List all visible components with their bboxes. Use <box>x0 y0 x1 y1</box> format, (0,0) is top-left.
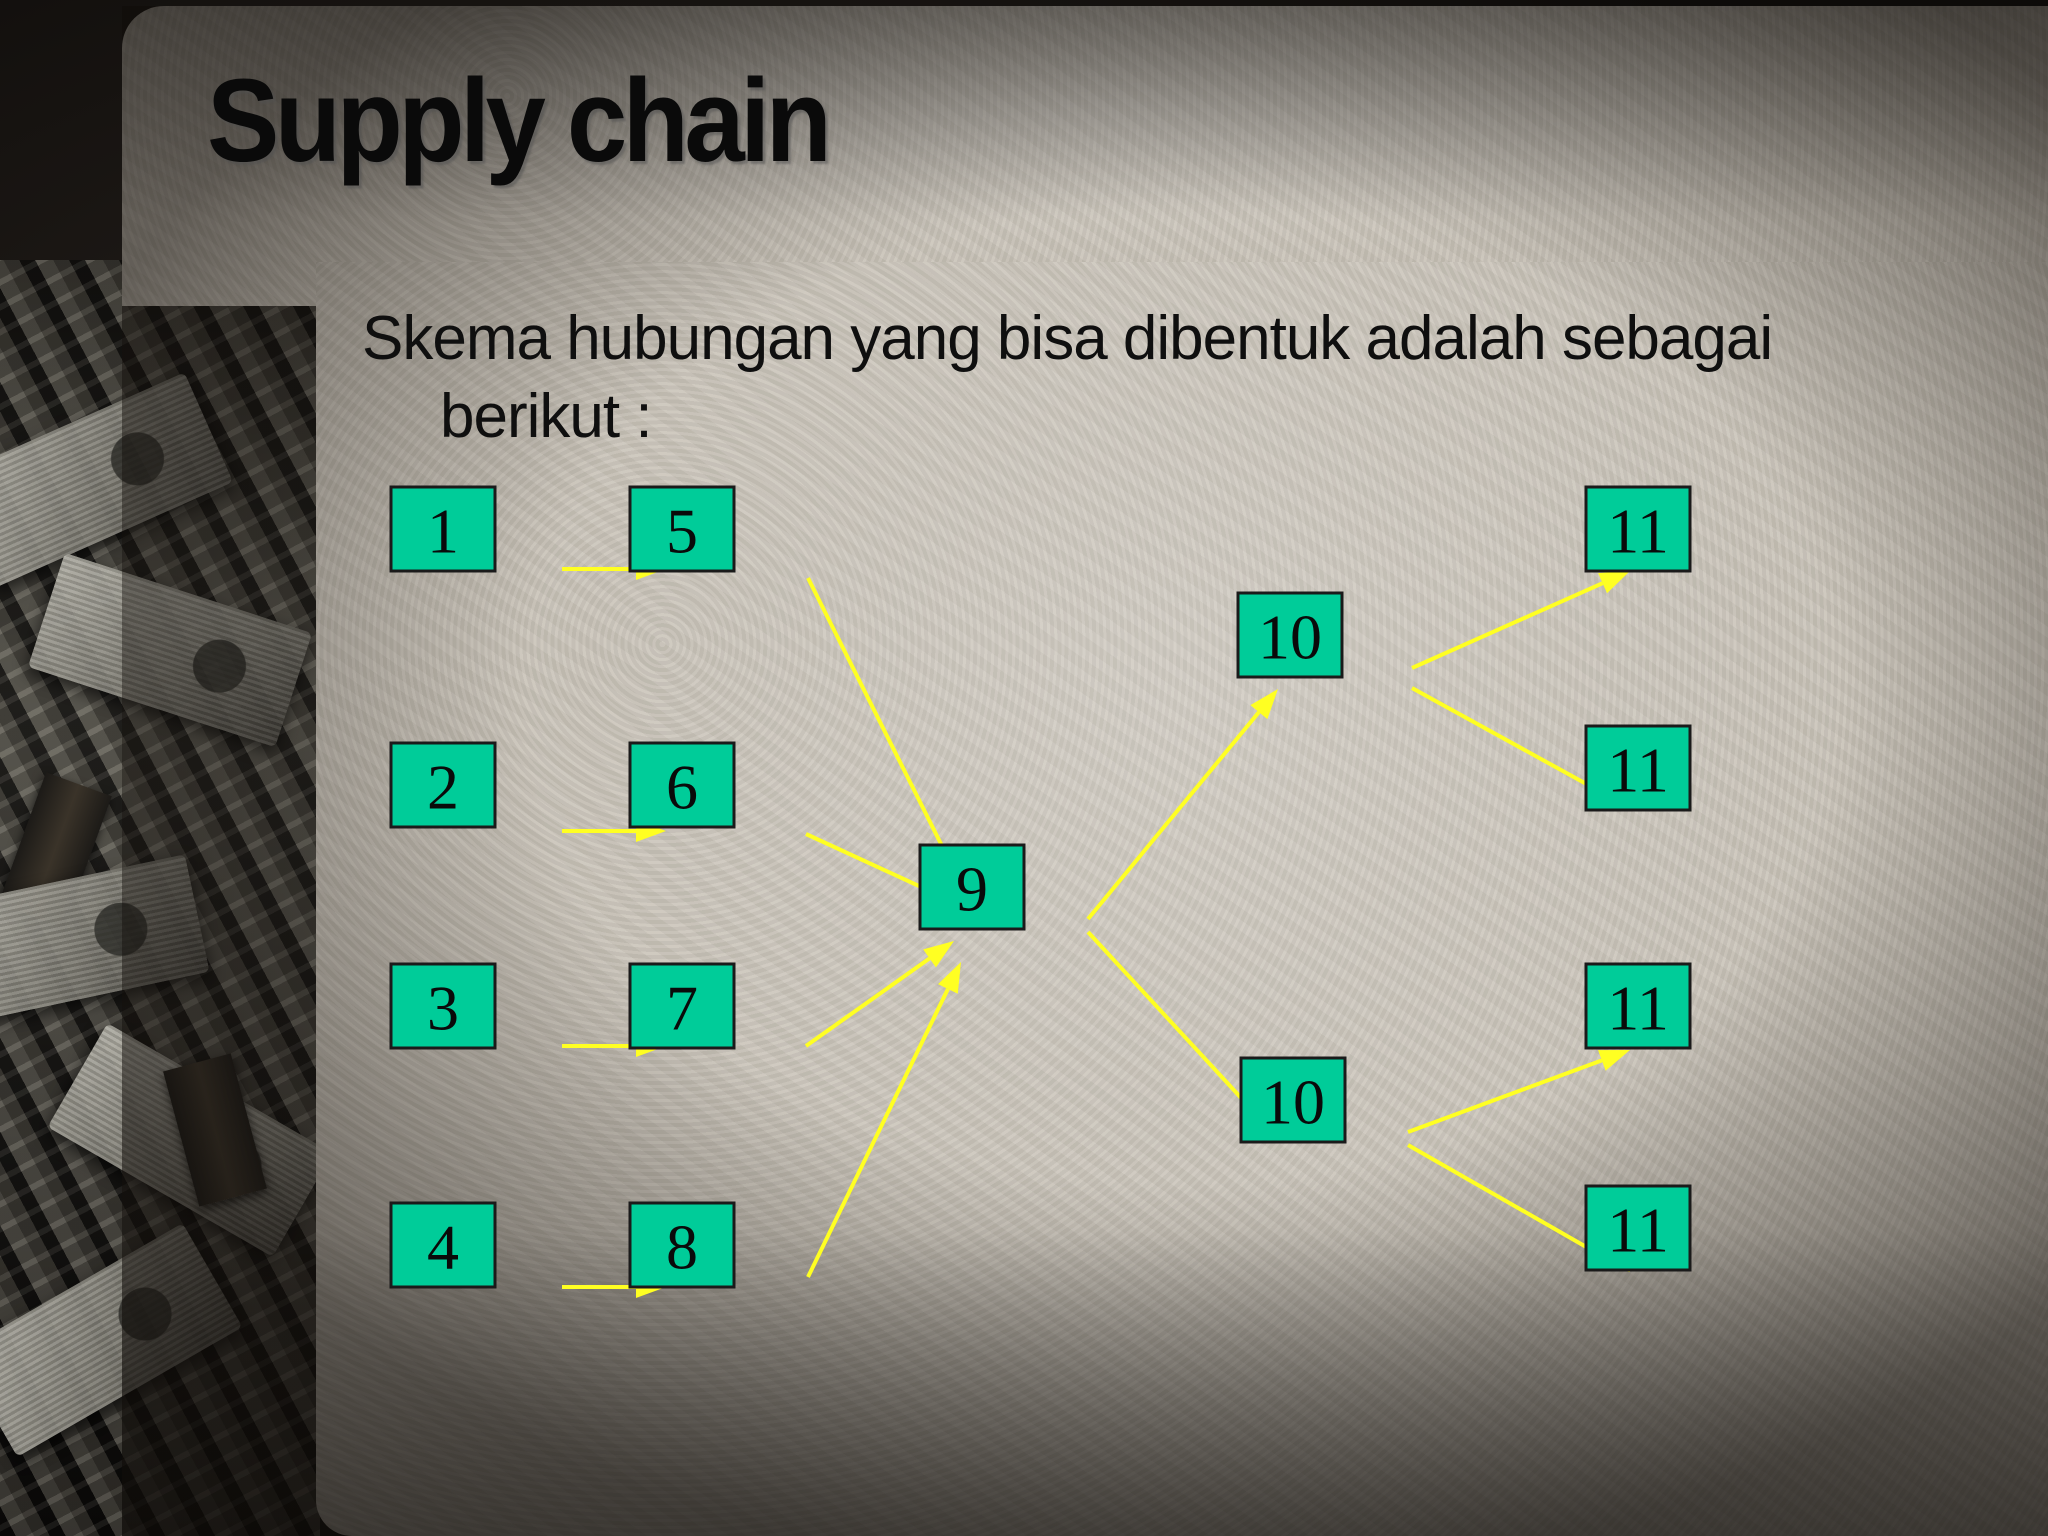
arrow-n10a-to-n11a <box>1411 571 1630 670</box>
node-n11b: 11 <box>1584 724 1692 812</box>
node-n3: 3 <box>389 962 497 1050</box>
node-label: 1 <box>427 496 459 567</box>
node-label: 10 <box>1261 1067 1325 1138</box>
node-box <box>389 962 497 1050</box>
arrow-head <box>923 941 954 968</box>
node-label: 2 <box>427 752 459 823</box>
node-label: 11 <box>1607 1195 1669 1266</box>
slide-title: Supply chain <box>207 55 832 187</box>
node-n7: 7 <box>628 962 736 1050</box>
arrow-head <box>1250 689 1278 720</box>
node-label: 11 <box>1607 496 1669 567</box>
edges-layer <box>562 558 1630 1298</box>
arrow-line <box>1086 710 1261 921</box>
node-label: 7 <box>666 973 698 1044</box>
node-box <box>628 741 736 829</box>
arrow-line <box>1407 1058 1603 1134</box>
arrow-head <box>937 962 961 994</box>
node-n11a: 11 <box>1584 485 1692 573</box>
node-box <box>1236 591 1344 679</box>
node-n11c: 11 <box>1584 962 1692 1050</box>
node-n11d: 11 <box>1584 1184 1692 1272</box>
node-box <box>1239 1056 1347 1144</box>
node-box <box>628 485 736 573</box>
node-box <box>1584 485 1692 573</box>
node-box <box>1584 962 1692 1050</box>
node-label: 11 <box>1607 735 1669 806</box>
node-box <box>389 1201 497 1289</box>
arrow-line <box>805 832 932 894</box>
node-box <box>1584 1184 1692 1272</box>
arrow-line <box>806 988 950 1278</box>
node-box <box>628 962 736 1050</box>
arrow-n9-to-n10a <box>1086 689 1278 921</box>
node-label: 8 <box>666 1212 698 1283</box>
node-n10b: 10 <box>1239 1056 1347 1144</box>
node-label: 9 <box>956 854 988 925</box>
node-n4: 4 <box>389 1201 497 1289</box>
arrow-line <box>806 577 947 853</box>
node-n9: 9 <box>918 843 1026 931</box>
node-box <box>1584 724 1692 812</box>
node-n6: 6 <box>628 741 736 829</box>
node-n8: 8 <box>628 1201 736 1289</box>
arrow-line <box>804 956 931 1048</box>
node-label: 4 <box>427 1212 459 1283</box>
node-box <box>918 843 1026 931</box>
node-label: 5 <box>666 496 698 567</box>
nodes-layer: 1 2 3 4 5 6 7 8 9 10 10 11 11 11 11 <box>389 485 1692 1289</box>
node-box <box>628 1201 736 1289</box>
arrow-line <box>1411 686 1605 796</box>
intro-text: Skema hubungan yang bisa dibentuk adalah… <box>362 304 1773 451</box>
node-n1: 1 <box>389 485 497 573</box>
node-n10a: 10 <box>1236 591 1344 679</box>
arrow-head <box>1598 571 1630 594</box>
arrow-head <box>1598 1050 1630 1071</box>
node-label: 3 <box>427 973 459 1044</box>
arrow-line <box>1407 1143 1605 1259</box>
node-label: 10 <box>1258 602 1322 673</box>
arrow-line <box>1086 930 1262 1120</box>
node-label: 6 <box>666 752 698 823</box>
node-box <box>389 485 497 573</box>
node-label: 11 <box>1607 973 1669 1044</box>
arrow-n10b-to-n11c <box>1407 1050 1630 1134</box>
arrow-n7-to-n9 <box>804 941 954 1048</box>
node-n5: 5 <box>628 485 736 573</box>
arrow-line <box>1411 581 1604 670</box>
node-box <box>389 741 497 829</box>
arrow-n5-to-n9 <box>806 577 958 878</box>
node-n2: 2 <box>389 741 497 829</box>
arrow-n8-to-n9 <box>806 962 961 1278</box>
